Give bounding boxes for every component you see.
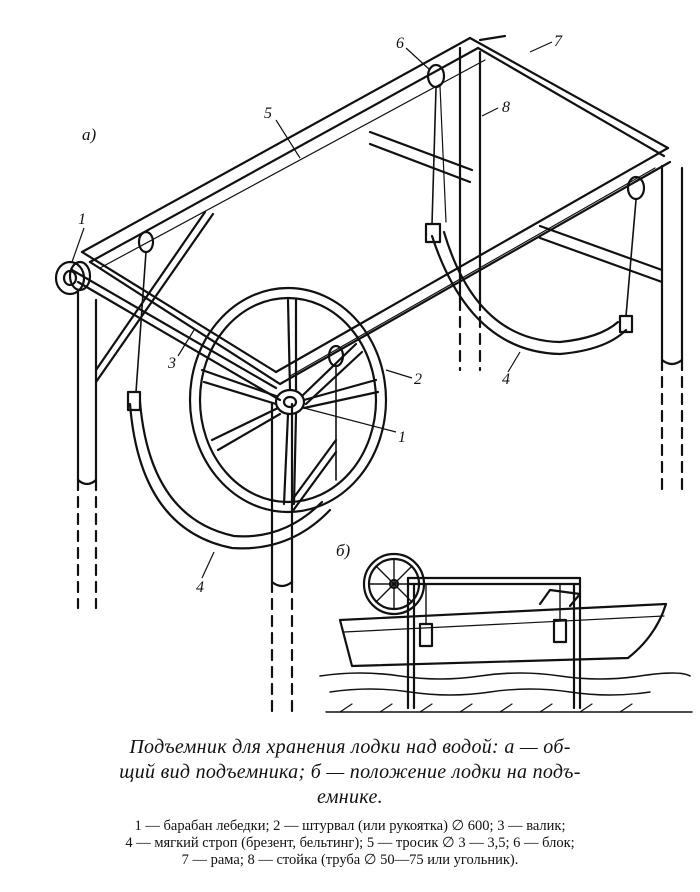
callout-7: 7	[554, 33, 563, 50]
view-b-side-view	[319, 552, 693, 713]
slings	[126, 222, 634, 550]
callout-8: 8	[502, 99, 510, 116]
callout-2: 2	[414, 371, 422, 388]
callout-4-right: 4	[502, 371, 510, 388]
callout-3: 3	[167, 355, 176, 372]
callout-4-left: 4	[196, 579, 204, 596]
callout-1-left: 1	[78, 211, 86, 228]
posts	[76, 46, 684, 718]
callout-1-center: 1	[398, 429, 406, 446]
callout-6: 6	[396, 35, 404, 52]
caption-title-line-2: щий вид подъемника; б — положение лодки …	[119, 761, 581, 783]
label-view-a: а)	[82, 125, 97, 144]
steering-wheel	[188, 286, 388, 514]
legend-line-1: 1 — барабан лебедки; 2 — штурвал (или ру…	[134, 818, 566, 834]
figure-caption-title: Подъемник для хранения лодки над водой: …	[20, 735, 680, 810]
legend-line-2: 4 — мягкий строп (брезент, бельтинг); 5 …	[125, 835, 575, 851]
braces	[94, 34, 664, 514]
winch-drum-left	[54, 260, 92, 296]
callout-5: 5	[264, 105, 272, 122]
figure-legend: 1 — барабан лебедки; 2 — штурвал (или ру…	[20, 818, 680, 869]
legend-line-3: 7 — рама; 8 — стойка (труба ∅ 50—75 или …	[181, 852, 519, 868]
caption-title-line-1: Подъемник для хранения лодки над водой: …	[129, 736, 571, 758]
roller-shaft	[70, 268, 282, 402]
label-view-b: б)	[336, 541, 351, 560]
caption-title-line-3: емнике.	[317, 786, 383, 808]
pulleys-and-cables	[135, 63, 646, 481]
frame-top	[80, 36, 672, 386]
boat-lift-illustration: а) б) 1 1 2 3 4 4 5 6 7 8	[54, 33, 693, 718]
